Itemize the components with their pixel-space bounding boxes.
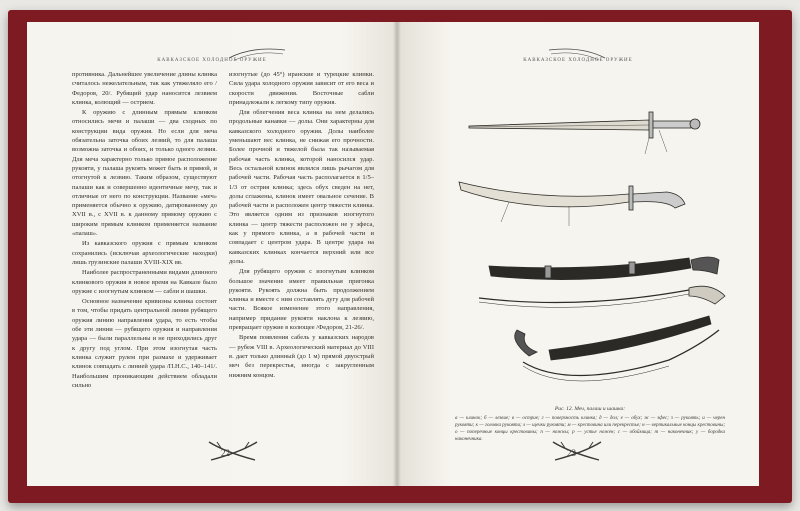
- weapons-illustration: [458, 111, 726, 382]
- page-number-right: 23: [567, 448, 576, 458]
- book-spine: [393, 22, 401, 486]
- crossed-swords-icon: [552, 441, 602, 461]
- right-page: КАВКАЗСКОЕ ХОЛОДНОЕ ОРУЖИЕ: [397, 22, 759, 486]
- left-column-2: изогнутые (до 45°) иранские и турецкие к…: [229, 70, 374, 381]
- shashka-drawing: [514, 315, 720, 382]
- paragraph: противника. Дальнейшее увеличение длины …: [72, 71, 217, 106]
- caption-legend: а — клинок; б — лезвие; в — острие; г — …: [455, 416, 725, 442]
- paragraph: Время появления сабель у кавказских наро…: [229, 334, 374, 379]
- figure-caption: Рис. 12. Меч, палаш и шашка: а — клинок;…: [455, 406, 725, 443]
- page-number-left: 22: [221, 448, 230, 458]
- paragraph: К оружию с длинным прямым клинком относи…: [72, 109, 217, 238]
- sword-drawing: [468, 111, 701, 155]
- running-head-left: КАВКАЗСКОЕ ХОЛОДНОЕ ОРУЖИЕ: [157, 58, 267, 63]
- left-column-1: противника. Дальнейшее увеличение длины …: [72, 70, 217, 391]
- running-head-right: КАВКАЗСКОЕ ХОЛОДНОЕ ОРУЖИЕ: [523, 58, 633, 63]
- shashka-scabbard-drawing: [478, 256, 726, 308]
- paragraph: Наиболее распространенными видами длинно…: [72, 269, 217, 295]
- head-ornament-icon: [228, 48, 286, 61]
- crossed-swords-icon: [208, 441, 258, 461]
- paragraph: изогнутые (до 45°) иранские и турецкие к…: [229, 71, 374, 106]
- paragraph: Основное назначение кривизны клинка сост…: [72, 298, 217, 389]
- paragraph: Из кавказского оружия с прямым клинком с…: [72, 240, 217, 266]
- paragraph: Для рубящего оружия с изогнутым клинком …: [229, 268, 374, 332]
- left-page: КАВКАЗСКОЕ ХОЛОДНОЕ ОРУЖИЕ противника. Д…: [27, 22, 397, 486]
- paragraph: Для облегчения веса клинка на нем делали…: [229, 109, 374, 265]
- caption-title: Рис. 12. Меч, палаш и шашка:: [554, 406, 626, 412]
- palash-drawing: [458, 181, 686, 226]
- head-ornament-icon: [548, 48, 606, 61]
